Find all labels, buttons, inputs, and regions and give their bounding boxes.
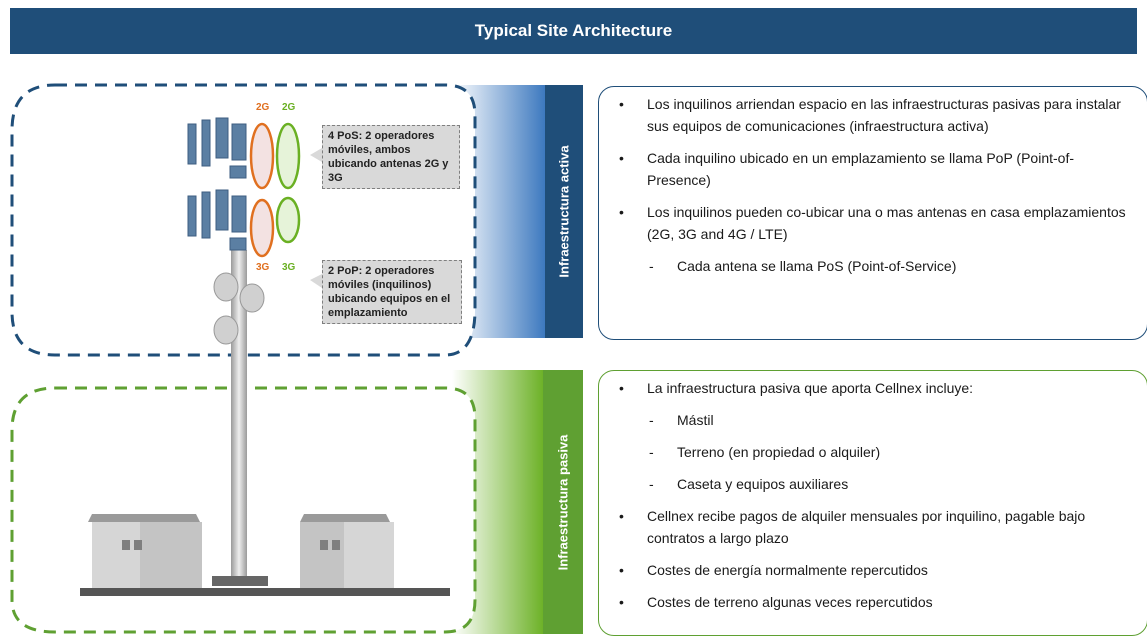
active-infrastructure-label: Infraestructura activa (545, 85, 583, 338)
shelter-right (300, 514, 394, 588)
bullet-item: Mástil (617, 409, 1137, 431)
shelter-left (88, 514, 202, 588)
antenna-3g-operator-a (249, 198, 275, 258)
antenna-label-3g-b: 3G (282, 262, 296, 273)
page-title: Typical Site Architecture (474, 21, 673, 40)
bullet-item: La infraestructura pasiva que aporta Cel… (617, 377, 1137, 399)
pop-note: 2 PoP: 2 operadores móviles (inquilinos)… (322, 260, 462, 324)
bullet-item: Los inquilinos pueden co-ubicar una o ma… (617, 201, 1137, 245)
antenna-label-2g-b: 2G (282, 102, 296, 113)
antenna-label-3g-a: 3G (256, 262, 270, 273)
passive-bullet-list: La infraestructura pasiva que aporta Cel… (617, 377, 1137, 623)
site-illustration (10, 83, 545, 634)
passive-infrastructure-label: Infraestructura pasiva (543, 370, 583, 634)
antenna-2g-operator-a (249, 122, 275, 190)
bullet-item: Costes de energía normalmente repercutid… (617, 559, 1137, 581)
passive-bullets-box: La infraestructura pasiva que aporta Cel… (598, 370, 1147, 636)
page-header: Typical Site Architecture (10, 8, 1137, 54)
pos-note: 4 PoS: 2 operadores móviles, ambos ubica… (322, 125, 460, 189)
antenna-3g-operator-b (275, 196, 301, 244)
ground (80, 588, 450, 596)
antenna-2g-operator-b (275, 122, 301, 190)
bullet-item: Cada antena se llama PoS (Point-of-Servi… (617, 255, 1137, 277)
bullet-item: Caseta y equipos auxiliares (617, 473, 1137, 495)
bullet-item: Los inquilinos arriendan espacio en las … (617, 93, 1137, 137)
bullet-item: Cellnex recibe pagos de alquiler mensual… (617, 505, 1137, 549)
mast-base (212, 576, 268, 586)
antenna-label-2g-a: 2G (256, 102, 270, 113)
active-bullets-box: Los inquilinos arriendan espacio en las … (598, 86, 1147, 340)
antenna-array (187, 117, 247, 251)
bullet-item: Costes de terreno algunas veces repercut… (617, 591, 1137, 613)
bullet-item: Cada inquilino ubicado en un emplazamien… (617, 147, 1137, 191)
active-bullet-list: Los inquilinos arriendan espacio en las … (617, 93, 1137, 287)
bullet-item: Terreno (en propiedad o alquiler) (617, 441, 1137, 463)
